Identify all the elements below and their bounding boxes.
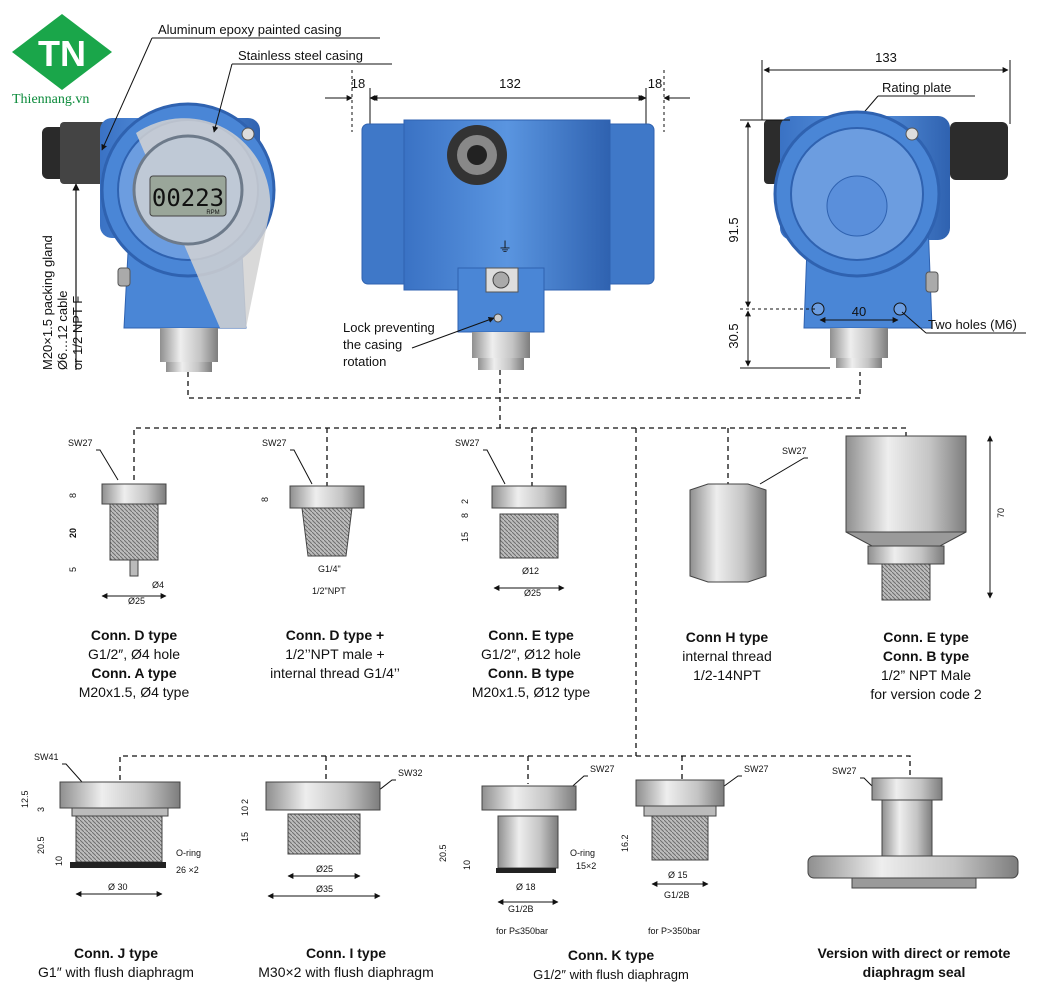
svg-text:Ø 18: Ø 18 — [516, 882, 536, 892]
display-unit: RPM — [206, 210, 219, 216]
dim-rear-v2: 30.5 — [726, 323, 741, 348]
svg-text:1/2"NPT: 1/2"NPT — [312, 586, 346, 596]
svg-text:15×2: 15×2 — [576, 861, 596, 871]
svg-text:Ø12: Ø12 — [522, 566, 539, 576]
svg-text:3: 3 — [36, 807, 46, 812]
svg-text:10: 10 — [240, 806, 250, 816]
svg-text:5: 5 — [68, 567, 78, 572]
rear-view: 133 Rating plate 91.5 30.5 40 Two holes … — [726, 50, 1026, 369]
fitting-conn-k-high: SW27 16.2 Ø 15 G1/2B for P>350bar — [620, 764, 769, 936]
callout-stainless: Stainless steel casing — [238, 48, 363, 63]
front-view: 00223 RPM — [42, 102, 276, 372]
caption-conn-d: Conn. D type G1/2″, Ø4 hole Conn. A type… — [78, 627, 190, 700]
svg-text:G1/2B: G1/2B — [508, 904, 534, 914]
fitting-conn-d: SW27 8 20 5 Ø4 Ø25 — [68, 438, 167, 606]
svg-text:8: 8 — [460, 513, 470, 518]
caption-conn-k: Conn. K type G1/2″ with flush diaphragm — [533, 947, 689, 982]
svg-text:20.5: 20.5 — [36, 836, 46, 854]
dim-side-left: 18 — [351, 76, 365, 91]
display-value: 00223 — [152, 184, 224, 212]
svg-text:O-ring: O-ring — [176, 848, 201, 858]
fitting-diaphragm-seal: SW27 — [807, 766, 1019, 889]
front-callouts: Aluminum epoxy painted casing Stainless … — [40, 22, 392, 370]
fitting-conn-j: SW41 12.5 3 20.5 10 O-ring 26 ×2 Ø 30 — [20, 752, 201, 897]
caption-conn-h: Conn H type internal thread 1/2-14NPT — [682, 629, 772, 683]
svg-text:⏚: ⏚ — [498, 240, 512, 256]
svg-text:Ø 30: Ø 30 — [108, 882, 128, 892]
svg-text:20.5: 20.5 — [438, 844, 448, 862]
caption-conn-e-npt: Conn. E type Conn. B type 1/2” NPT Male … — [870, 629, 982, 702]
lock-text-3: rotation — [343, 354, 386, 369]
svg-text:Ø25: Ø25 — [128, 596, 145, 606]
svg-text:SW32: SW32 — [398, 768, 423, 778]
svg-text:SW27: SW27 — [455, 438, 480, 448]
svg-text:10: 10 — [54, 856, 64, 866]
gland-text-2: Ø6…12 cable — [55, 291, 70, 371]
svg-text:Ø 15: Ø 15 — [668, 870, 688, 880]
svg-text:70: 70 — [996, 508, 1006, 518]
connector-lines — [119, 370, 911, 784]
svg-text:20: 20 — [68, 528, 78, 538]
dim-rear-v1: 91.5 — [726, 217, 741, 242]
callout-aluminum: Aluminum epoxy painted casing — [158, 22, 342, 37]
fitting-conn-e-npt: 70 — [845, 435, 1006, 601]
logo-letters: TN — [38, 33, 86, 74]
fitting-conn-h: SW27 — [689, 446, 808, 583]
holes-label: Two holes (M6) — [928, 317, 1017, 332]
fitting-conn-k-low: SW27 20.5 10 O-ring 15×2 Ø 18 G1/2B for … — [438, 764, 615, 936]
lock-text-2: the casing — [343, 337, 402, 352]
svg-text:SW27: SW27 — [744, 764, 769, 774]
svg-text:Ø25: Ø25 — [316, 864, 333, 874]
fitting-conn-d-plus: SW27 8 G1/4" 1/2"NPT — [260, 438, 365, 596]
caption-diaphragm-seal: Version with direct or remote diaphragm … — [817, 945, 1011, 980]
dim-side-right: 18 — [648, 76, 662, 91]
gland-text-3: or 1/2 NPT F — [70, 296, 85, 370]
svg-text:16.2: 16.2 — [620, 834, 630, 852]
side-view: 18 132 18 ⏚ Lock preventing the casing r… — [325, 70, 690, 370]
svg-text:G1/2B: G1/2B — [664, 890, 690, 900]
dim-rear-holes: 40 — [852, 304, 866, 319]
svg-text:Ø4: Ø4 — [152, 580, 164, 590]
gland-text-1: M20×1.5 packing gland — [40, 235, 55, 370]
svg-text:SW41: SW41 — [34, 752, 59, 762]
svg-text:O-ring: O-ring — [570, 848, 595, 858]
svg-text:for P>350bar: for P>350bar — [648, 926, 700, 936]
svg-text:2: 2 — [460, 499, 470, 504]
svg-text:8: 8 — [68, 493, 78, 498]
svg-text:G1/4": G1/4" — [318, 564, 341, 574]
fitting-conn-i: SW32 2 10 15 Ø25 Ø35 — [240, 768, 423, 899]
dim-rear-top: 133 — [875, 50, 897, 65]
caption-conn-d-plus: Conn. D type + 1/2’’NPT male + internal … — [270, 627, 400, 681]
caption-conn-e: Conn. E type G1/2″, Ø12 hole Conn. B typ… — [471, 627, 591, 700]
svg-text:SW27: SW27 — [590, 764, 615, 774]
svg-text:SW27: SW27 — [832, 766, 857, 776]
svg-text:15: 15 — [460, 532, 470, 542]
svg-text:SW27: SW27 — [782, 446, 807, 456]
fitting-conn-e: SW27 2 8 15 Ø12 Ø25 — [455, 438, 567, 598]
svg-text:8: 8 — [260, 497, 270, 502]
logo-diamond-icon — [12, 14, 112, 90]
svg-text:Ø25: Ø25 — [524, 588, 541, 598]
lock-text-1: Lock preventing — [343, 320, 435, 335]
rating-plate-label: Rating plate — [882, 80, 951, 95]
sw-label: SW27 — [68, 438, 93, 448]
svg-text:SW27: SW27 — [262, 438, 287, 448]
svg-text:15: 15 — [240, 832, 250, 842]
caption-conn-j: Conn. J type G1″ with flush diaphragm — [38, 945, 194, 980]
svg-text:10: 10 — [462, 860, 472, 870]
logo-site: Thiennang.vn — [12, 92, 90, 107]
svg-text:Ø35: Ø35 — [316, 884, 333, 894]
logo: TN — [12, 14, 112, 90]
svg-text:2: 2 — [240, 799, 250, 804]
svg-text:26 ×2: 26 ×2 — [176, 865, 199, 875]
svg-text:12.5: 12.5 — [20, 790, 30, 808]
dim-side-center: 132 — [499, 76, 521, 91]
caption-conn-i: Conn. I type M30×2 with flush diaphragm — [258, 945, 434, 980]
svg-text:for P≤350bar: for P≤350bar — [496, 926, 548, 936]
